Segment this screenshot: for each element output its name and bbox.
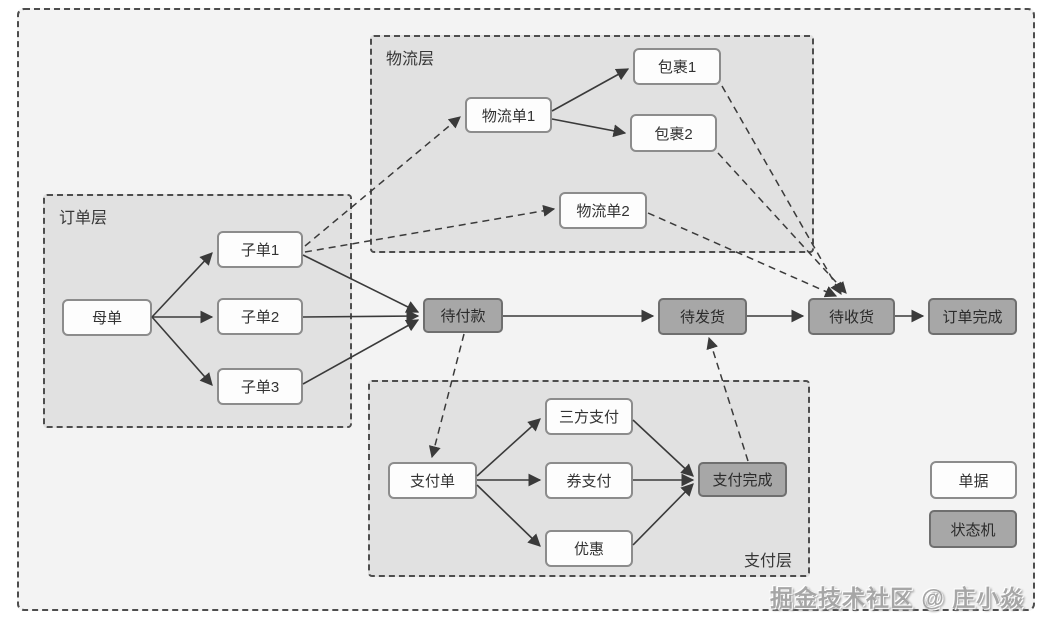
node-state-order-complete: 订单完成 — [928, 298, 1017, 335]
watermark-text: 掘金技术社区 @ 庄小焱 — [770, 585, 1025, 611]
node-sub-order-1: 子单1 — [217, 231, 303, 268]
node-state-payment-complete: 支付完成 — [698, 462, 787, 497]
order-layer-label: 订单层 — [59, 210, 108, 227]
node-package-2: 包裹2 — [630, 114, 717, 152]
node-sub-order-3: 子单3 — [217, 368, 303, 405]
node-logistics-order-1: 物流单1 — [465, 97, 552, 133]
node-state-pending-shipment: 待发货 — [658, 298, 747, 335]
payment-layer-label: 支付层 — [744, 553, 793, 570]
node-third-party-payment: 三方支付 — [545, 398, 633, 435]
legend-state-machine: 状态机 — [929, 510, 1017, 548]
node-logistics-order-2: 物流单2 — [559, 192, 647, 229]
node-payment-order: 支付单 — [388, 462, 477, 499]
node-state-pending-receipt: 待收货 — [808, 298, 895, 335]
node-parent-order: 母单 — [62, 299, 152, 336]
node-sub-order-2: 子单2 — [217, 298, 303, 335]
node-package-1: 包裹1 — [633, 48, 721, 85]
node-discount: 优惠 — [545, 530, 633, 567]
legend-document: 单据 — [930, 461, 1017, 499]
logistics-layer-label: 物流层 — [386, 51, 435, 68]
node-coupon-payment: 券支付 — [545, 462, 633, 499]
node-state-pending-payment: 待付款 — [423, 298, 503, 333]
